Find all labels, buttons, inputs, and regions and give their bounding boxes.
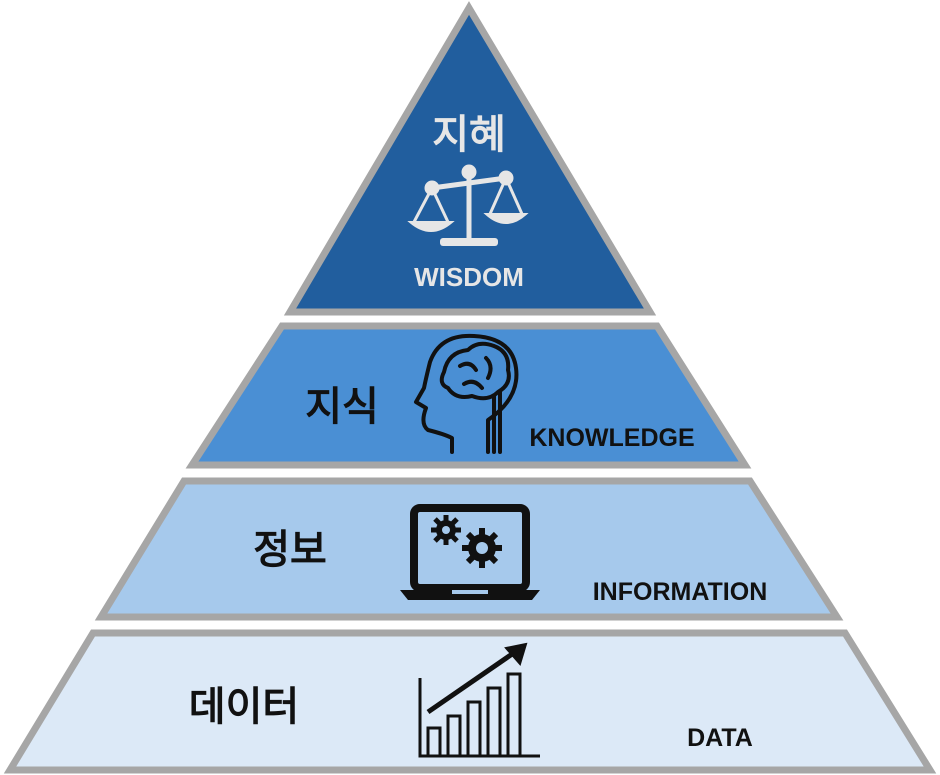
tier-knowledge-english-label: KNOWLEDGE [529,424,694,452]
tier-wisdom: 지혜 WISDOM [283,1,657,316]
scales-icon [407,164,529,246]
brain-head-icon [414,333,519,454]
tier-information-english-label: INFORMATION [593,578,768,606]
tier-information-korean-label: 정보 [253,527,327,573]
tier-wisdom-korean-label: 지혜 [432,112,506,158]
tier-data-korean-label: 데이터 [189,684,299,730]
tier-wisdom-shape [283,1,657,316]
laptop-gears-icon [400,504,540,600]
gear-icon [462,528,502,568]
tier-knowledge-korean-label: 지식 [305,384,379,430]
growth-chart-icon [418,642,540,758]
gear-icon [431,515,461,545]
tier-data: 데이터 DATA [3,629,937,774]
tier-knowledge: 지식 KNOWLEDGE [185,322,752,469]
tier-wisdom-english-label: WISDOM [414,262,524,292]
tier-information: 정보 [94,477,844,621]
tier-data-english-label: DATA [687,724,753,752]
